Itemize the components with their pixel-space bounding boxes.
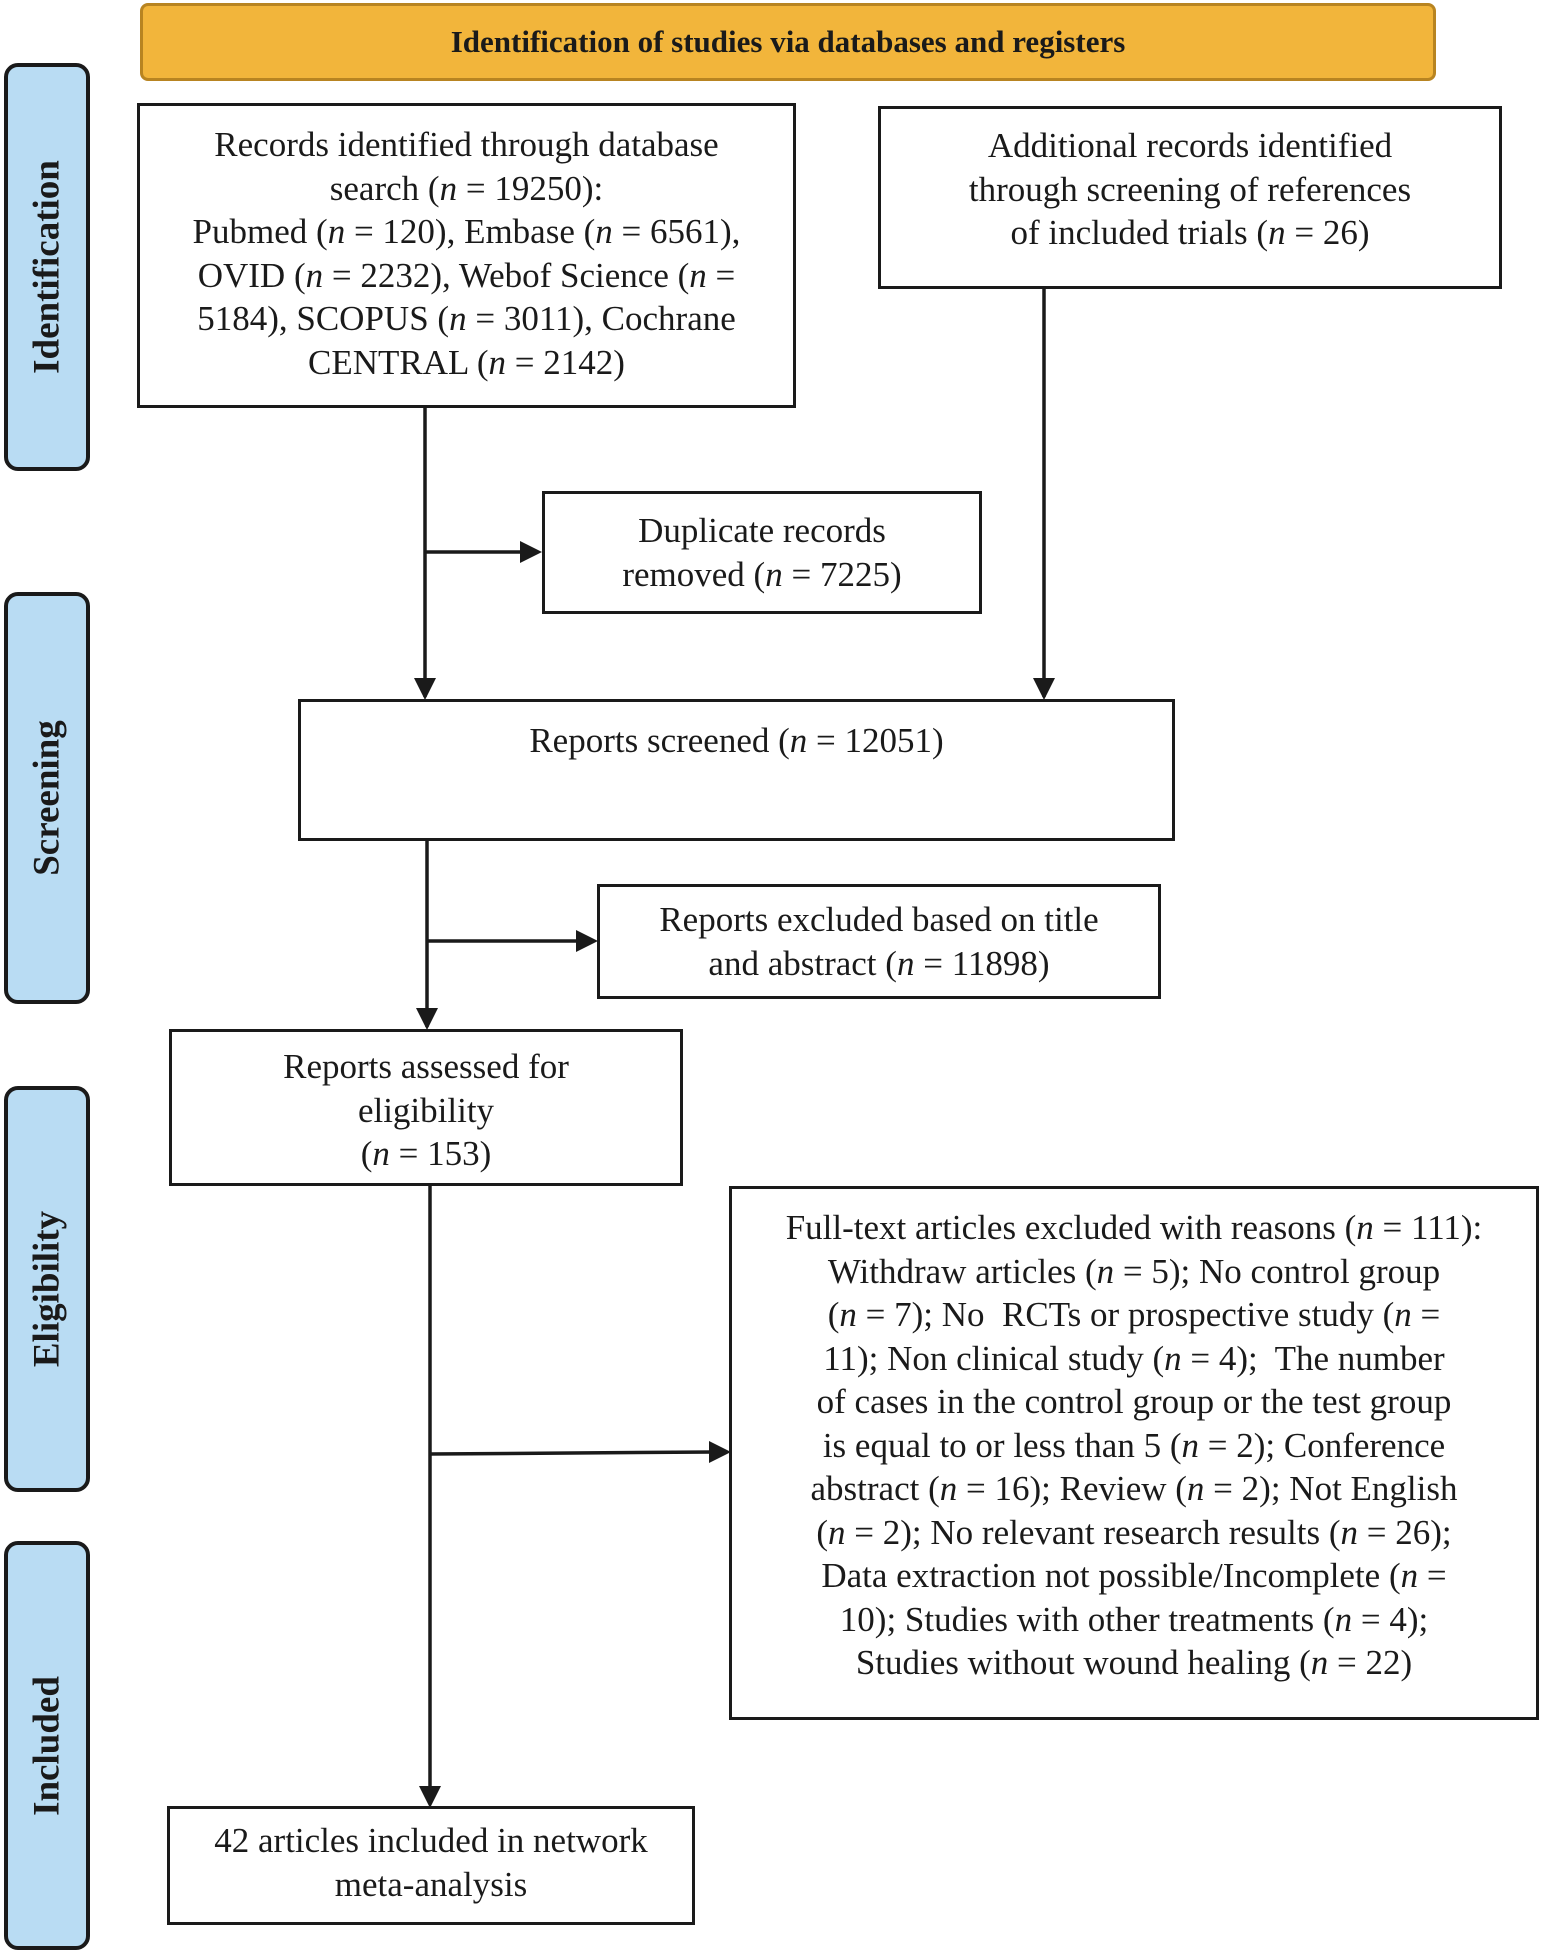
arrow-to-fulltext-excluded [429,1450,715,1456]
eligibility-line: (n = 153) [360,1134,492,1173]
arrowhead-eligibility [416,1008,438,1030]
fulltext-excluded-line: Withdraw articles (n = 5); No control gr… [827,1251,1441,1291]
included-box: 42 articles included in network meta-ana… [167,1806,695,1925]
header-banner: Identification of studies via databases … [140,3,1436,81]
fulltext-excluded-line: Studies without wound healing (n = 22) [855,1643,1413,1682]
duplicates-line: Duplicate records [638,511,886,550]
fulltext-excluded-line: of cases in the control group or the tes… [816,1382,1452,1421]
fulltext-excluded-line: (n = 2); No relevant research results (n… [816,1512,1452,1552]
stage-screening: Screening [4,592,90,1004]
excluded-title-line: and abstract (n = 11898) [708,943,1050,983]
fulltext-excluded-line: 11); Non clinical study (n = 4); The num… [823,1338,1445,1378]
fulltext-excluded-line: abstract (n = 16); Review (n = 2); Not E… [810,1469,1458,1508]
eligibility-box: Reports assessed for eligibility (n = 15… [169,1029,683,1186]
included-line: 42 articles included in network [214,1821,648,1860]
arrowhead-screened-right [1033,678,1055,700]
stage-included: Included [4,1541,90,1950]
additional-records-box: Additional records identified through sc… [878,106,1502,289]
additional-records-line: Additional records identified [987,126,1393,165]
database-search-line: CENTRAL (n = 2142) [308,342,625,382]
header-title: Identification of studies via databases … [450,24,1126,59]
arrowhead-screened-left [414,678,436,700]
fulltext-excluded-line: is equal to or less than 5 (n = 2); Conf… [822,1425,1446,1465]
excluded-title-box: Reports excluded based on title and abst… [597,884,1161,999]
stage-identification: Identification [4,63,90,471]
duplicates-line: removed (n = 7225) [622,554,902,594]
eligibility-line: Reports assessed for [283,1047,569,1086]
stage-eligibility: Eligibility [4,1086,90,1492]
arrowhead-fulltext-excluded [709,1441,731,1463]
database-search-line: OVID (n = 2232), Webof Science (n = [197,255,736,295]
fulltext-excluded-line: Full-text articles excluded with reasons… [785,1208,1483,1247]
database-search-box: Records identified through database sear… [137,103,796,408]
database-search-line: search (n = 19250): [329,168,604,208]
database-search-line: Records identified through database [214,125,719,164]
arrowhead-excluded-title [576,930,598,952]
screened-line: Reports screened (n = 12051) [529,721,944,760]
additional-records-line: of included trials (n = 26) [1010,213,1370,252]
included-line: meta-analysis [334,1864,528,1904]
arrowhead-duplicates [520,541,542,563]
fulltext-excluded-line: 10); Studies with other treatments (n = … [839,1599,1429,1639]
fulltext-excluded-line: (n = 7); No RCTs or prospective study (n… [827,1295,1441,1334]
database-search-line: Pubmed (n = 120), Embase (n = 6561), [192,212,741,251]
reports-screened-box: Reports screened (n = 12051) [298,699,1175,841]
arrowhead-included [419,1786,441,1808]
fulltext-excluded-line: Data extraction not possible/Incomplete … [821,1556,1447,1595]
duplicates-removed-box: Duplicate records removed (n = 7225) [542,491,982,614]
database-search-line: 5184), SCOPUS (n = 3011), Cochrane [197,299,736,338]
additional-records-line: through screening of references [968,169,1412,209]
excluded-title-line: Reports excluded based on title [659,900,1099,939]
eligibility-line: eligibility [357,1090,495,1130]
fulltext-excluded-box: Full-text articles excluded with reasons… [729,1186,1539,1720]
